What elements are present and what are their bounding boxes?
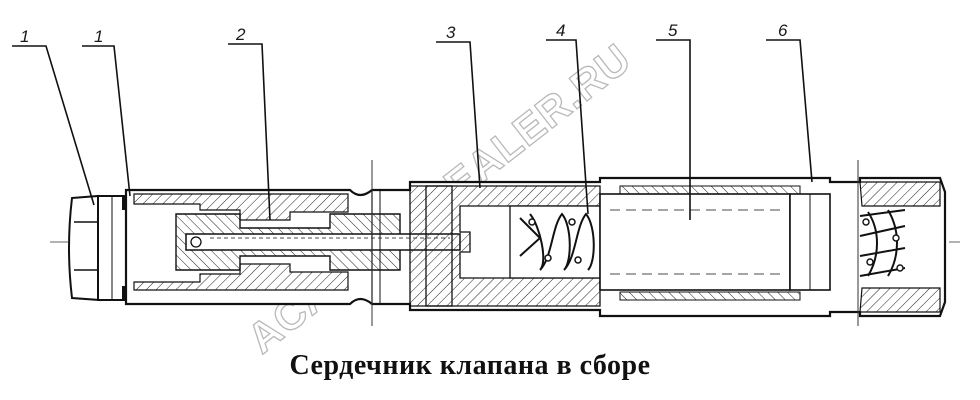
end-nut (68, 194, 127, 302)
callout-1b: 1 (94, 27, 103, 46)
callout-1: 1 (20, 27, 29, 46)
callout-6: 6 (778, 21, 788, 40)
caption: Сердечник клапана в сборе (289, 350, 651, 381)
callout-4: 4 (556, 21, 565, 40)
valve-body (124, 176, 947, 318)
spring-large (859, 209, 906, 277)
callout-leaders (12, 39, 813, 221)
callout-2: 2 (235, 25, 246, 44)
callout-5: 5 (668, 21, 678, 40)
spring-small (528, 212, 595, 271)
callout-3: 3 (446, 23, 456, 42)
